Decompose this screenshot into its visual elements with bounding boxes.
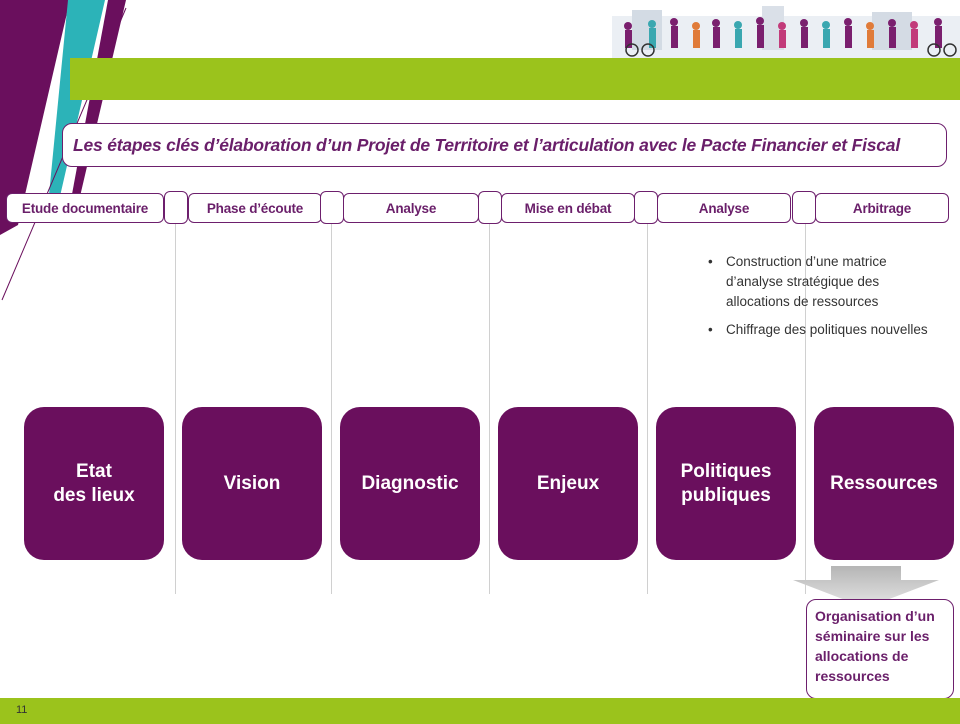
step-block: Vision	[182, 407, 322, 560]
bullet-text: Construction d’une matrice d’analyse str…	[726, 254, 887, 309]
phase-connector	[634, 191, 658, 224]
step-block: Enjeux	[498, 407, 638, 560]
step-block-label: Ressources	[830, 472, 938, 494]
down-arrow-icon	[793, 566, 939, 608]
step-block-label: Politiques publiques	[680, 460, 772, 506]
step-block: Ressources	[814, 407, 954, 560]
column-divider	[331, 224, 332, 594]
column-divider	[175, 224, 176, 594]
bullet-marker: •	[708, 254, 713, 269]
phase-connector	[478, 191, 502, 224]
page-number: 11	[16, 704, 28, 716]
phase-connector	[792, 191, 816, 224]
bullet-text: Chiffrage des politiques nouvelles	[726, 322, 928, 337]
footer-band	[0, 698, 960, 724]
step-block-label: Etat des lieux	[53, 460, 135, 506]
outcome-box: Organisation d’un séminaire sur les allo…	[806, 599, 954, 699]
phase-connector	[164, 191, 188, 224]
column-divider	[647, 224, 648, 594]
phase-label: Phase d’écoute	[188, 193, 322, 223]
phase-label: Mise en débat	[501, 193, 635, 223]
page-title: Les étapes clés d’élaboration d’un Proje…	[73, 134, 900, 155]
title-box: Les étapes clés d’élaboration d’un Proje…	[62, 123, 947, 167]
step-block-label: Diagnostic	[361, 472, 459, 494]
bullet-marker: •	[708, 322, 713, 337]
step-block: Etat des lieux	[24, 407, 164, 560]
phase-label: Analyse	[657, 193, 791, 223]
phase-label: Arbitrage	[815, 193, 949, 223]
column-divider	[489, 224, 490, 594]
outcome-text: Organisation d’un séminaire sur les allo…	[815, 608, 935, 684]
phase-label: Etude documentaire	[6, 193, 164, 223]
step-block-label: Vision	[223, 472, 281, 494]
phase-label: Analyse	[343, 193, 479, 223]
step-block: Politiques publiques	[656, 407, 796, 560]
phase-connector	[320, 191, 344, 224]
bullet-item: • Construction d’une matrice d’analyse st…	[700, 252, 930, 312]
arbitrage-bullet-list: • Construction d’une matrice d’analyse st…	[700, 252, 930, 348]
crowd-illustration-icon	[612, 6, 960, 58]
column-divider	[805, 224, 806, 594]
bullet-item: • Chiffrage des politiques nouvelles	[700, 320, 930, 340]
header-green-band	[70, 58, 960, 100]
step-block: Diagnostic	[340, 407, 480, 560]
step-block-label: Enjeux	[536, 472, 600, 494]
